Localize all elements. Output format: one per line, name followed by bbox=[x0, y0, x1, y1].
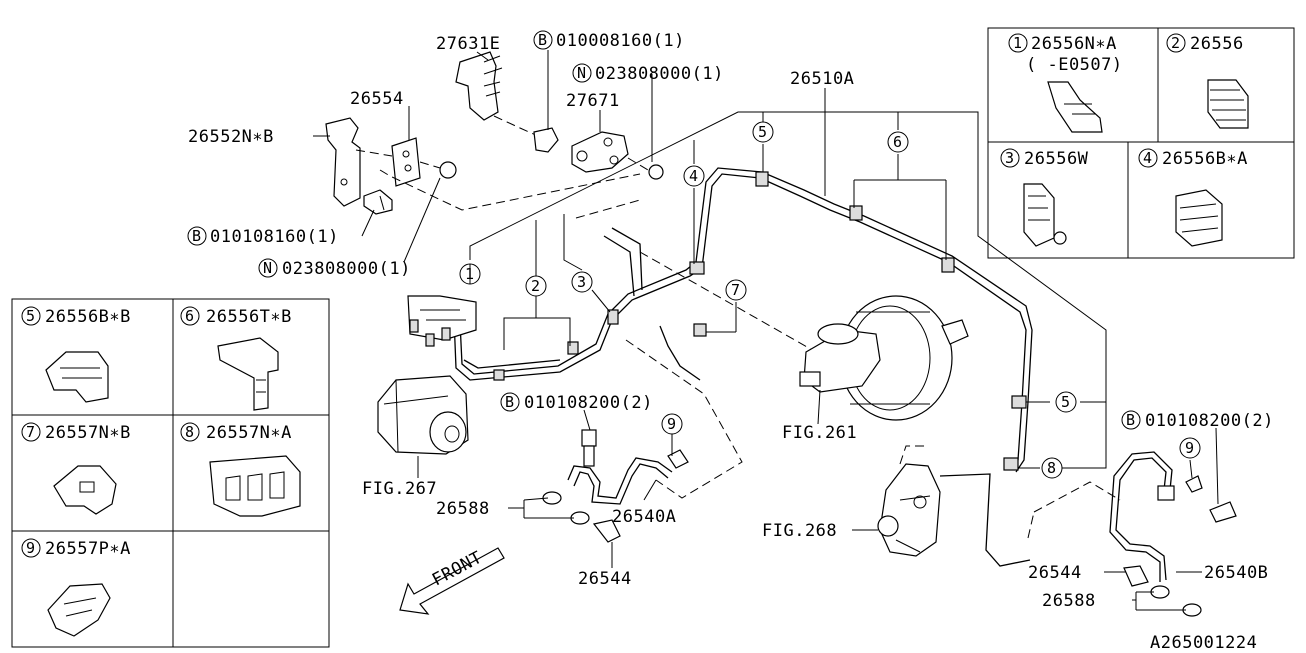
part-labels: 27631E B 010008160(1) 26554 N 023808000(… bbox=[187, 30, 1274, 653]
brake-booster bbox=[799, 295, 969, 421]
abs-unit bbox=[377, 295, 477, 455]
legend-part: 26556T∗B bbox=[206, 307, 292, 327]
callout-3: 3 bbox=[577, 273, 586, 291]
callouts: 1 2 3 4 5 6 7 5 8 9 9 bbox=[459, 121, 1201, 479]
label-010108160: 010108160(1) bbox=[210, 227, 339, 247]
label-26544-right: 26544 bbox=[1028, 563, 1082, 583]
legend-num: 3 bbox=[1005, 149, 1014, 167]
callout-2: 2 bbox=[531, 277, 540, 295]
label-010108200-left: 010108200(2) bbox=[524, 393, 653, 413]
legend-num: 5 bbox=[26, 307, 35, 325]
legend-num: 6 bbox=[185, 307, 194, 325]
label-26510A: 26510A bbox=[790, 69, 854, 89]
legend-num: 4 bbox=[1143, 149, 1152, 167]
clip-26557PA-icon bbox=[47, 583, 111, 637]
legend-part: 26557N∗B bbox=[45, 423, 131, 443]
diagram-code: A265001224 bbox=[1150, 633, 1257, 653]
legend-part: 26556B∗B bbox=[45, 307, 131, 327]
hose-26540B bbox=[1109, 451, 1237, 617]
legend-item-9: 9 26557P∗A bbox=[21, 538, 131, 637]
legend-table-left: 5 26556B∗B 6 26556T∗B 7 26557N∗B bbox=[11, 298, 330, 648]
legend-item-1: 1 26556N∗A ( -E0507) bbox=[1008, 33, 1123, 133]
legend-table-right: 1 26556N∗A ( -E0507) 2 26556 3 26556W bbox=[987, 27, 1295, 259]
valve-27671 bbox=[571, 131, 664, 180]
legend-part: 26556N∗A bbox=[1031, 34, 1117, 54]
callout-8: 8 bbox=[1047, 459, 1056, 477]
label-26544-left: 26544 bbox=[578, 569, 632, 589]
legend-num: 7 bbox=[26, 423, 35, 441]
legend-item-2: 2 26556 bbox=[1166, 33, 1249, 129]
callout-7: 7 bbox=[731, 281, 740, 299]
clip-26556BA-icon bbox=[1175, 189, 1223, 247]
clip-26556TB-icon bbox=[217, 337, 279, 411]
legend-num: 8 bbox=[185, 423, 194, 441]
clip-26557NA-icon bbox=[209, 455, 301, 517]
legend-part: 26556B∗A bbox=[1162, 149, 1248, 169]
callout-5-right: 5 bbox=[1061, 393, 1070, 411]
label-26588-right: 26588 bbox=[1042, 591, 1096, 611]
label-26554: 26554 bbox=[350, 89, 404, 109]
legend-item-3: 3 26556W bbox=[1000, 148, 1089, 247]
label-fig268: FIG.268 bbox=[762, 521, 837, 541]
bracket-27631E bbox=[455, 51, 559, 153]
legend-part: 26556 bbox=[1190, 34, 1244, 54]
legend-item-5: 5 26556B∗B bbox=[21, 306, 131, 403]
legend-note: ( -E0507) bbox=[1026, 55, 1123, 75]
label-26540A: 26540A bbox=[612, 507, 676, 527]
clip-26556W-icon bbox=[1023, 183, 1067, 247]
callout-9-left: 9 bbox=[667, 415, 676, 433]
callout-5: 5 bbox=[758, 123, 767, 141]
label-023808000-bottom: 023808000(1) bbox=[282, 259, 411, 279]
clip-26557NB-icon bbox=[53, 465, 117, 515]
marker-b: B bbox=[1126, 411, 1135, 429]
legend-num: 9 bbox=[26, 539, 35, 557]
proportioning-valve bbox=[877, 445, 941, 557]
marker-n: N bbox=[263, 259, 272, 277]
callout-6: 6 bbox=[893, 133, 902, 151]
label-27671: 27671 bbox=[566, 91, 620, 111]
front-arrow: FRONT bbox=[399, 547, 505, 615]
bracket-assembly bbox=[325, 117, 641, 215]
label-26552NB: 26552N∗B bbox=[188, 127, 274, 147]
legend-item-4: 4 26556B∗A bbox=[1138, 148, 1248, 247]
label-023808000-top: 023808000(1) bbox=[595, 64, 724, 84]
label-fig267: FIG.267 bbox=[362, 479, 437, 499]
label-fig261: FIG.261 bbox=[782, 423, 857, 443]
label-010108200-right: 010108200(2) bbox=[1145, 411, 1274, 431]
hose-26540A bbox=[542, 429, 689, 543]
marker-b: B bbox=[505, 393, 514, 411]
clip-26556-icon bbox=[1207, 79, 1249, 129]
label-26540B: 26540B bbox=[1204, 563, 1268, 583]
clip-26556NA-icon bbox=[1047, 81, 1103, 133]
legend-num: 2 bbox=[1171, 34, 1180, 52]
label-26588-left: 26588 bbox=[436, 499, 490, 519]
brake-pipes bbox=[453, 167, 1121, 567]
label-27631E: 27631E bbox=[436, 34, 500, 54]
callout-1: 1 bbox=[465, 265, 474, 283]
callout-4: 4 bbox=[689, 167, 698, 185]
legend-item-6: 6 26556T∗B bbox=[180, 306, 292, 411]
clip-26556BB-icon bbox=[45, 351, 109, 403]
legend-item-8: 8 26557N∗A bbox=[180, 422, 301, 517]
legend-item-7: 7 26557N∗B bbox=[21, 422, 131, 515]
marker-b: B bbox=[538, 31, 547, 49]
callout-9-right: 9 bbox=[1185, 439, 1194, 457]
leader-lines bbox=[313, 50, 1219, 611]
legend-num: 1 bbox=[1013, 34, 1022, 52]
legend-part: 26556W bbox=[1024, 149, 1089, 169]
legend-part: 26557P∗A bbox=[45, 539, 131, 559]
marker-n: N bbox=[577, 64, 586, 82]
label-010008160: 010008160(1) bbox=[556, 31, 685, 51]
marker-b: B bbox=[192, 227, 201, 245]
legend-part: 26557N∗A bbox=[206, 423, 292, 443]
